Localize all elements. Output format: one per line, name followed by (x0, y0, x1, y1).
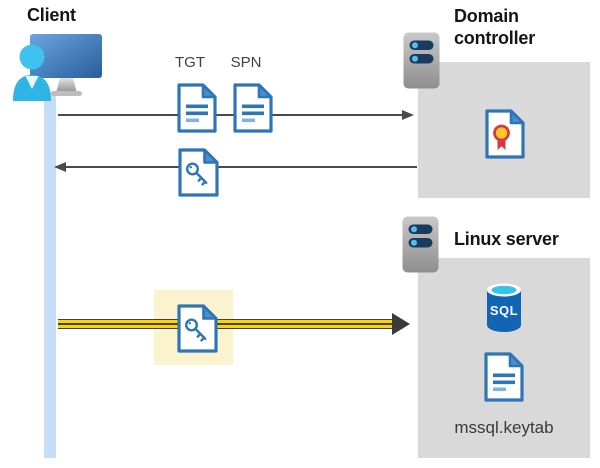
linux-server-server-icon (402, 216, 439, 273)
linux-server-label: Linux server (454, 229, 559, 249)
tgt-label: TGT (175, 54, 205, 71)
response-arrow-line (66, 166, 417, 168)
ticket-key-document-icon (178, 148, 219, 197)
sql-database-icon: SQL (487, 283, 521, 332)
request-arrow-head-icon (402, 109, 414, 120)
client-icon (13, 34, 102, 101)
keytab-document-icon (484, 352, 524, 402)
domain-controller-label: Domain controller (454, 6, 536, 48)
sql-text: SQL (490, 303, 518, 318)
client-label: Client (27, 5, 76, 25)
monitor-icon (30, 34, 102, 96)
domain-controller-server-icon (403, 32, 440, 89)
certificate-document-icon (485, 109, 525, 159)
user-icon (13, 44, 51, 101)
spn-label: SPN (230, 54, 262, 71)
keytab-file-label: mssql.keytab (454, 418, 554, 437)
keytab-key-document-icon (177, 304, 218, 353)
client-lifeline (44, 92, 56, 458)
auth-arrow-line (58, 319, 392, 329)
response-arrow-head-icon (54, 161, 66, 172)
spn-document-icon (233, 83, 273, 133)
auth-arrow-head-icon (392, 313, 410, 335)
request-arrow-line (58, 114, 404, 116)
tgt-document-icon (177, 83, 217, 133)
